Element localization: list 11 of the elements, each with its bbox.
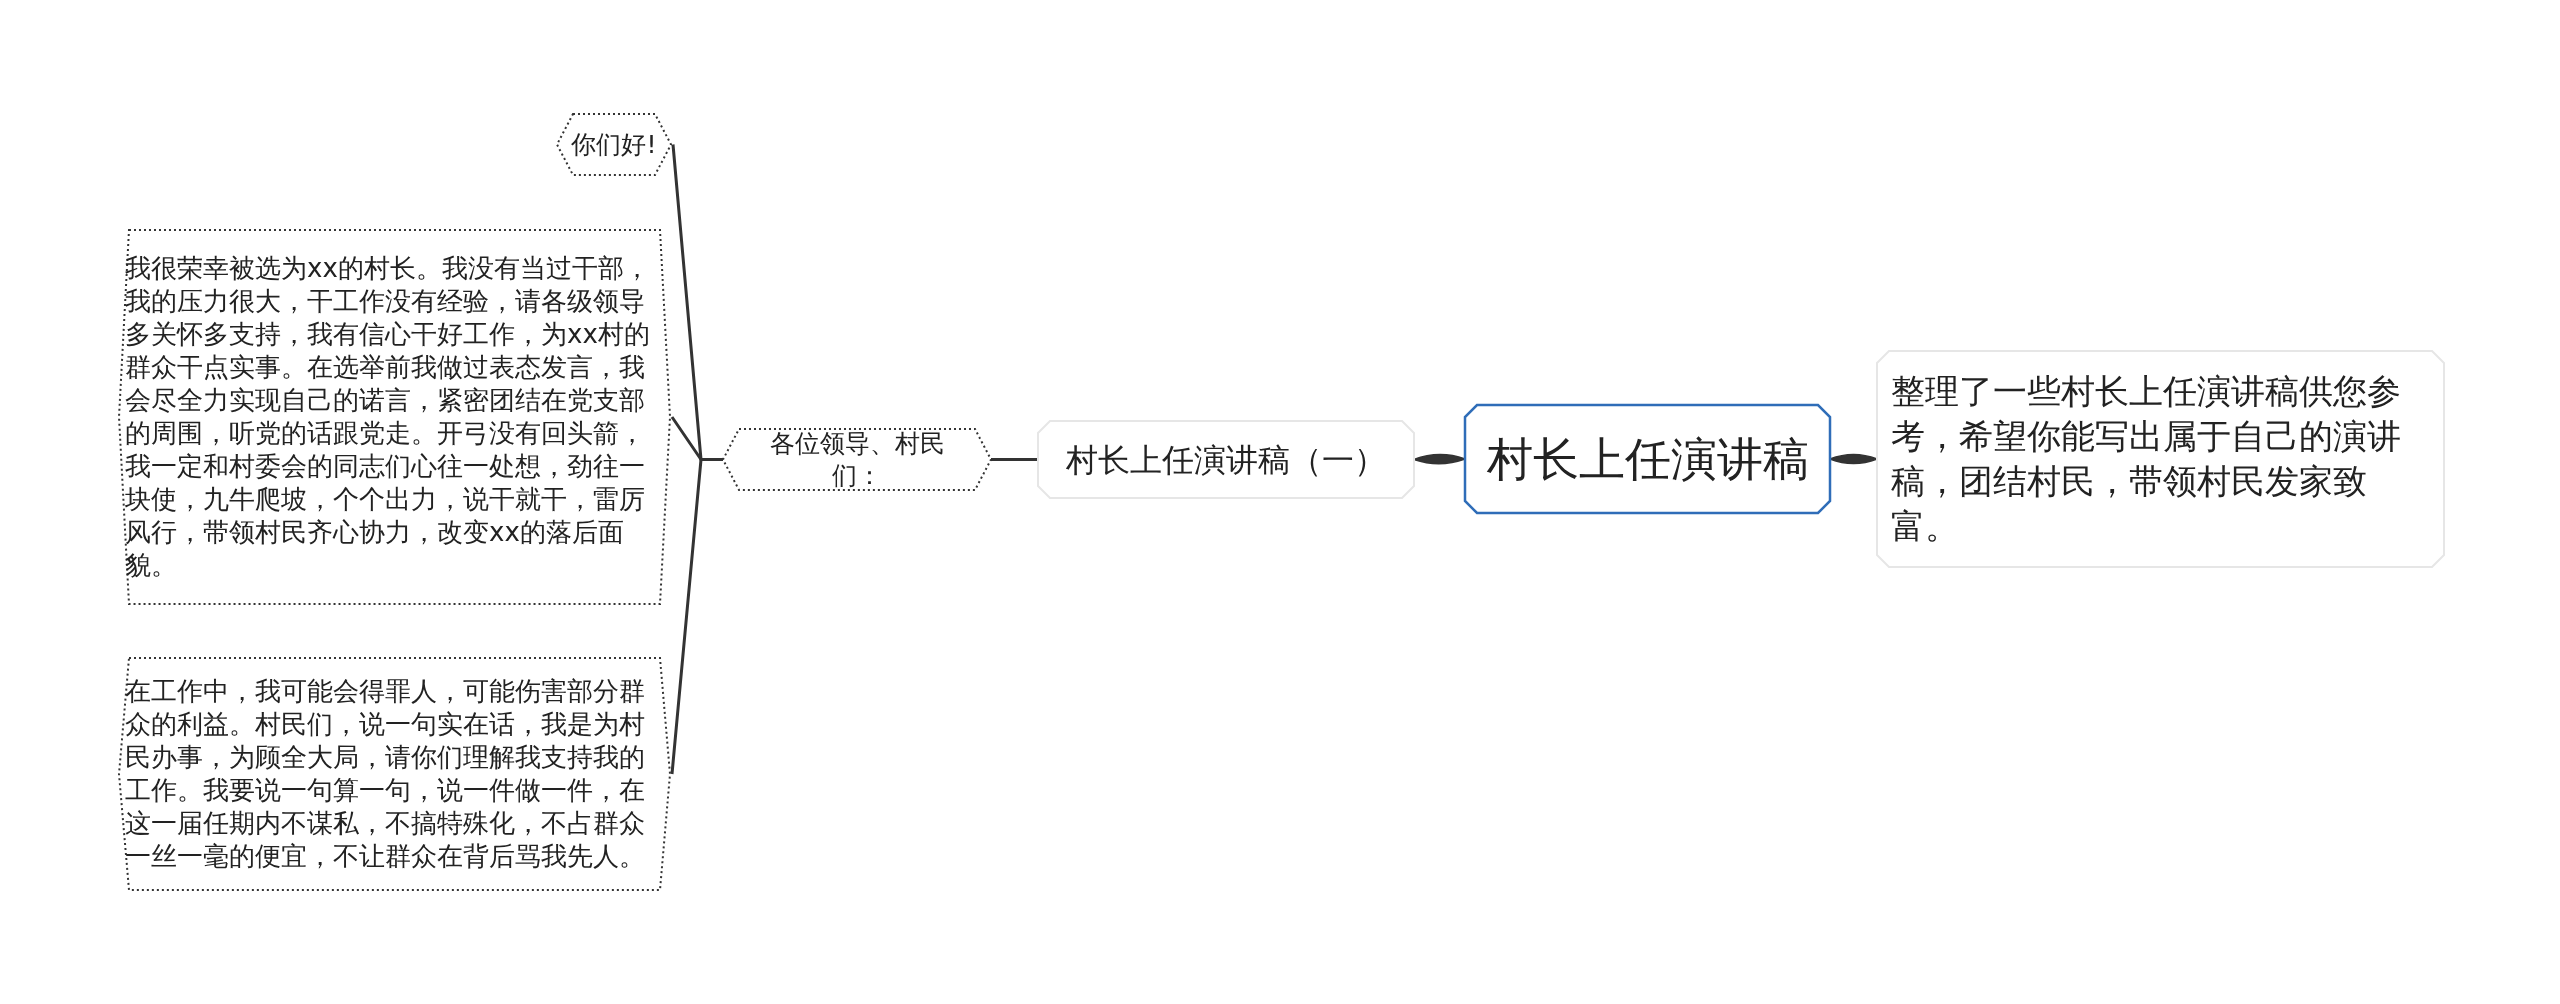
- branch-connector: [1829, 453, 1878, 465]
- central-topic-box: 村长上任演讲稿: [1465, 405, 1830, 513]
- connector-line: [670, 458, 723, 775]
- connector-line: [991, 458, 1038, 461]
- note-box: 整理了一些村长上任演讲稿供您参考，希望你能写出属于自己的演讲稿，团结村民，带领村民发家致富。: [1877, 351, 2444, 567]
- subtopic-hexagon: 你们好!: [557, 114, 671, 175]
- text-box: 在工作中，我可能会得罪人，可能伤害部分群众的利益。村民们，说一句实在话，我是为村民办事，为顾全大局，请你们理解我支持我的工作。我要说一句算一句，说一件做一件，在这一届任期内不谋私，不搞特殊化，不占群众一丝一毫的便宜，不让群众在背后骂我先人。: [119, 658, 670, 890]
- branch-connector: [1413, 453, 1466, 465]
- subtopic-hexagon: 各位领导、村民们：: [723, 429, 991, 490]
- topic-box: 村长上任演讲稿（一）: [1038, 421, 1414, 498]
- text-box: 我很荣幸被选为xx的村长。我没有当过干部，我的压力很大，干工作没有经验，请各级领导多关怀多支持，我有信心干好工作，为xx村的群众干点实事。在选举前我做过表态发言，我会尽全力实现自己的诺言，紧密团结在党支部的周围，听党的话跟党走。开弓没有回头箭，我一定和村委会的同志们心往一处想，劲往一块使，九牛爬坡，个个出力，说干就干，雷厉风行，带领村民齐心协力，改变xx的落后面貌。: [119, 230, 670, 604]
